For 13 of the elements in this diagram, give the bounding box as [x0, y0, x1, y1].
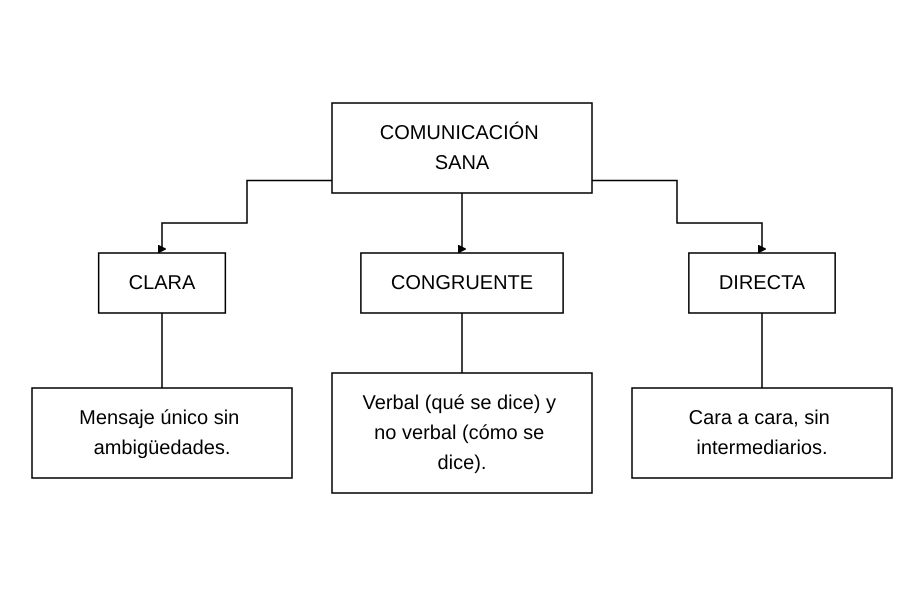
node-box: Mensaje único sin ambigüedades. — [31, 387, 293, 479]
arrow — [592, 180, 766, 254]
connector — [461, 312, 463, 374]
arrow — [458, 192, 466, 254]
node-box: CONGRUENTE — [360, 252, 564, 314]
arrow — [158, 180, 332, 254]
node-box: Cara a cara, sin intermediarios. — [631, 387, 893, 479]
node-box: DIRECTA — [688, 252, 836, 314]
node-box: Verbal (qué se dice) y no verbal (cómo se dice). — [331, 372, 593, 494]
node-box: COMUNICACIÓN SANA — [331, 102, 593, 194]
node-box: CLARA — [98, 252, 226, 314]
connector — [161, 312, 163, 389]
connector — [761, 312, 763, 389]
